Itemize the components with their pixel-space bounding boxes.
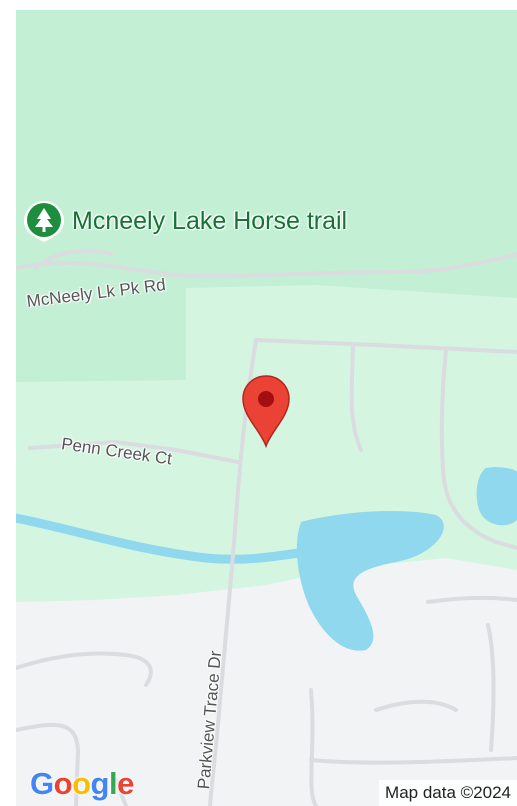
poi-label: Mcneely Lake Horse trail (72, 206, 348, 235)
map-base-layer (16, 10, 517, 806)
logo-letter: l (108, 766, 118, 801)
google-logo[interactable]: Google (30, 766, 134, 802)
logo-letter: G (30, 766, 54, 801)
logo-letter: o (53, 766, 73, 801)
logo-letter: e (117, 766, 134, 801)
map-pin-icon[interactable] (240, 374, 292, 448)
map-attribution[interactable]: Map data ©2024 (379, 780, 517, 806)
poi-horse-trail[interactable]: Mcneely Lake Horse trail (22, 199, 347, 243)
map-canvas[interactable]: McNeely Lk Pk Rd Penn Creek Ct Parkview … (16, 10, 517, 806)
logo-letter: o (72, 766, 91, 801)
tree-icon (24, 201, 64, 242)
logo-letter: g (90, 766, 110, 801)
